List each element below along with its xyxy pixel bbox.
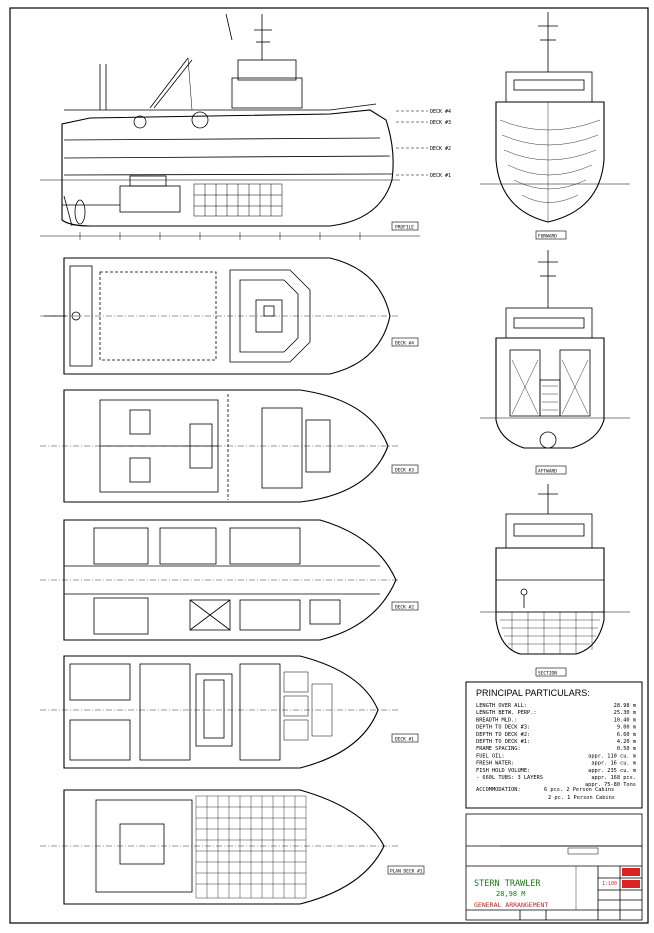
deck1-plan — [40, 655, 400, 769]
particulars-value: appr. 168 pcs. — [591, 775, 636, 781]
title-block — [465, 813, 643, 921]
sheet-border — [9, 7, 649, 924]
particulars-label: LENGTH OVER ALL: — [476, 703, 527, 709]
deck-level-3: DECK #3 — [430, 120, 451, 126]
deck-level-1: DECK #1 — [430, 173, 451, 179]
profile-view — [40, 13, 420, 240]
vessel-length: 28,98 M — [496, 890, 526, 898]
deck4-plan — [40, 257, 400, 375]
accommodation-label: ACCOMMODATION: — [476, 787, 521, 793]
section-tag-box — [535, 667, 567, 677]
drawing-scale: 1:100 — [602, 881, 617, 887]
deck2-plan — [40, 519, 400, 641]
particulars-value: 6.60 m — [617, 732, 636, 738]
particulars-label: DEPTH TO DECK #1: — [476, 739, 530, 745]
particulars-value: appr. 110 cu. m — [588, 753, 636, 759]
profile-tag: PROFILE — [395, 225, 414, 231]
particulars-value: appr. 235 cu. m — [588, 768, 636, 774]
forward-tag: FORWARD — [538, 234, 557, 240]
particulars-value: 4.20 m — [617, 739, 636, 745]
particulars-box — [465, 681, 643, 809]
particulars-label: BREADTH MLD.: — [476, 717, 517, 723]
particulars-label: FUEL OIL: — [476, 753, 505, 759]
deck-level-4: DECK #4 — [430, 109, 451, 115]
aftward-tag-box — [535, 465, 567, 475]
deck4-tag-box — [391, 337, 419, 347]
deck2-tag: DECK #2 — [395, 605, 414, 611]
particulars-value: 9.00 m — [617, 725, 636, 731]
plan-deck1-tag: PLAN DECK #1 — [390, 869, 423, 875]
particulars-label: LENGTH BETW. PERP.: — [476, 710, 537, 716]
profile-tag-box — [391, 221, 419, 231]
particulars-label: DEPTH TO DECK #2: — [476, 732, 530, 738]
plan-deck1-hold — [40, 789, 400, 905]
deck3-tag: DECK #3 — [395, 468, 414, 474]
accommodation-line-2: 2 pc. 1 Person Cabins — [548, 795, 615, 801]
forward-tag-box — [535, 230, 567, 240]
particulars-value: appr. 16 cu. m — [591, 761, 636, 767]
particulars-value: appr. 75-80 Tons — [585, 782, 636, 788]
section-view — [480, 484, 630, 655]
deck-level-2: DECK #2 — [430, 146, 451, 152]
deck1-tag-box — [391, 733, 419, 743]
plan-deck1-tag-box — [387, 865, 425, 875]
deck1-tag: DECK #1 — [395, 737, 414, 743]
vessel-name: STERN TRAWLER — [474, 879, 541, 889]
accommodation-line-1: 6 pcs. 2 Person Cabins — [544, 787, 614, 793]
particulars-title: PRINCIPAL PARTICULARS: — [476, 688, 590, 698]
drawing-title: GENERAL ARRANGEMENT — [474, 901, 548, 909]
particulars-value: 28.98 m — [614, 703, 636, 709]
particulars-label: - 660L TUBS: 3 LAYERS — [476, 775, 543, 781]
deck4-tag: DECK #4 — [395, 341, 414, 347]
forward-view — [480, 12, 630, 223]
particulars-value: 0.50 m — [617, 746, 636, 752]
deck3-tag-box — [391, 464, 419, 474]
particulars-value: 10.40 m — [614, 717, 636, 723]
aftward-view — [480, 250, 630, 449]
particulars-value: 25.30 m — [614, 710, 636, 716]
particulars-label: FISH HOLD VOLUME: — [476, 768, 530, 774]
deck3-plan — [40, 389, 400, 503]
deck2-tag-box — [391, 601, 419, 611]
particulars-label: FRESH WATER: — [476, 761, 514, 767]
particulars-label: DEPTH TO DECK #3: — [476, 725, 530, 731]
particulars-rows: LENGTH OVER ALL: 28.98 m LENGTH BETW. PERP… — [476, 703, 636, 788]
particulars-label: FRAME SPACING: — [476, 746, 521, 752]
section-tag: SECTION — [538, 671, 557, 677]
aftward-tag: AFTWARD — [538, 469, 557, 475]
deck-level-leaders — [396, 110, 428, 176]
